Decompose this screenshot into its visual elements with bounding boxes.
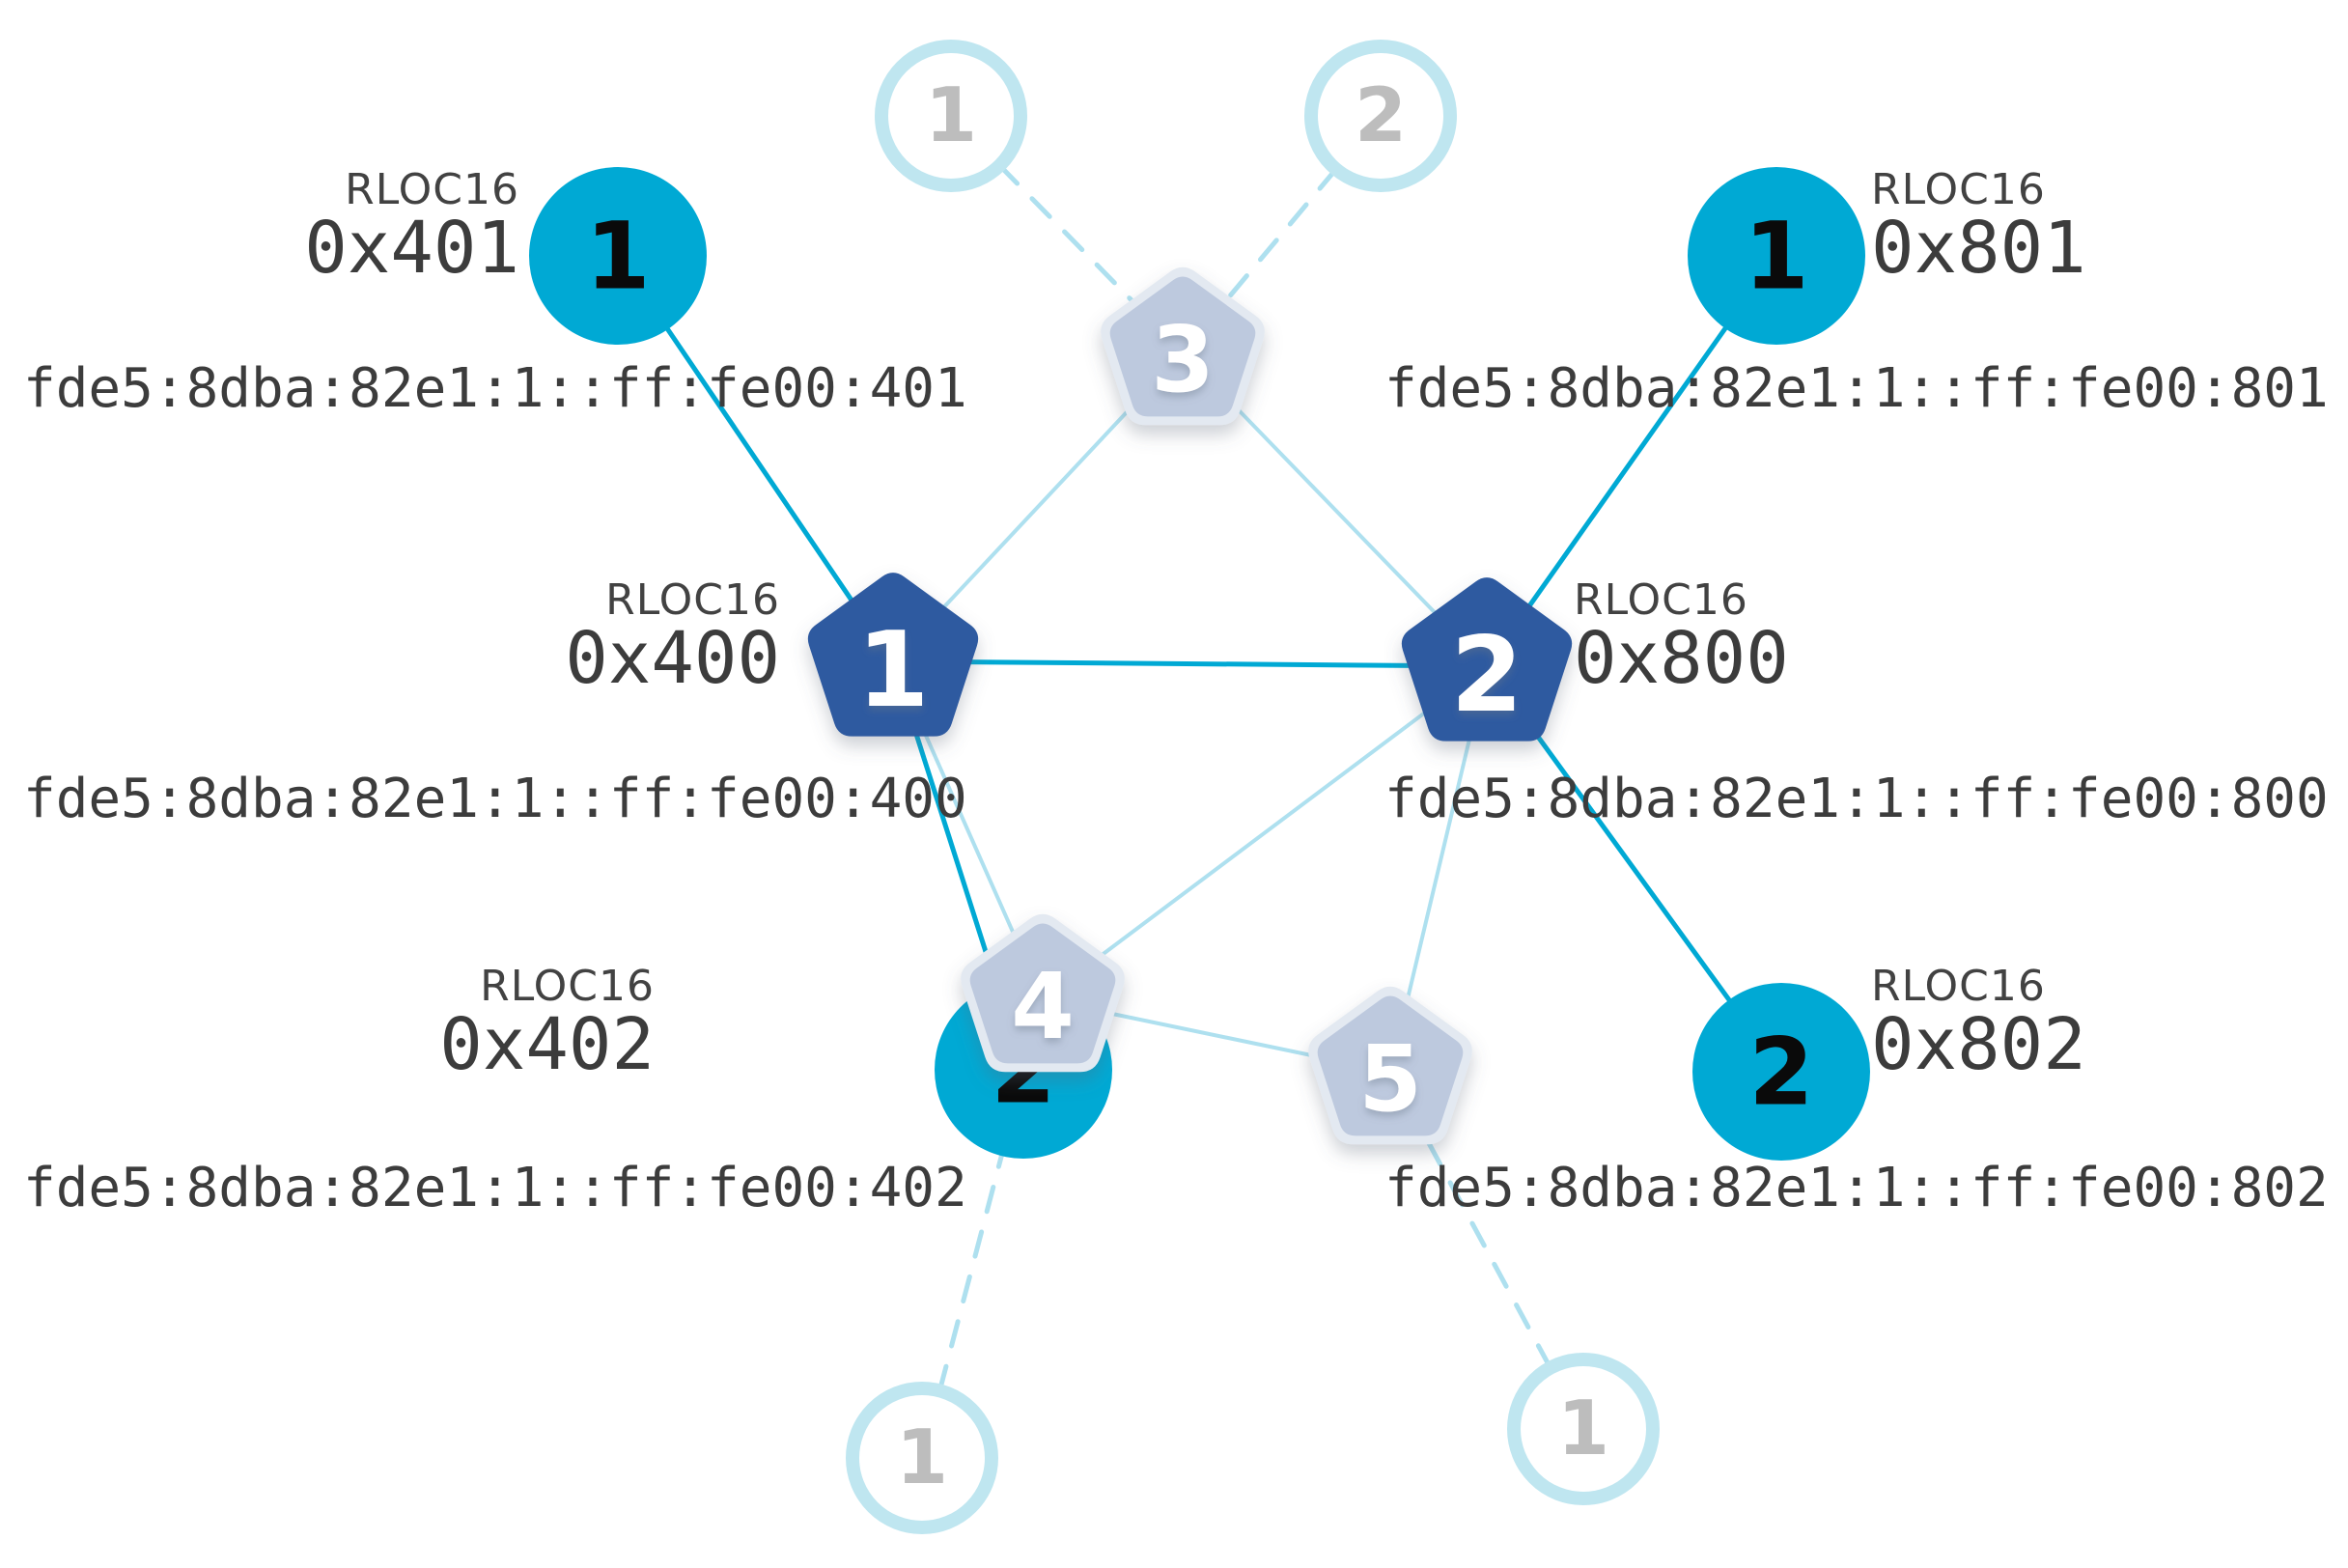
empty-circle-shape [846, 1382, 998, 1534]
ipv6-address-0x402: fde5:8dba:82e1:1::ff:fe00:402 [23, 1157, 967, 1219]
node-c1a[interactable]: 1 [875, 40, 1027, 192]
node-p4[interactable]: 4 [961, 913, 1125, 1073]
node-number-label: 1 [896, 1414, 948, 1501]
rloc16-value: 0x400 [565, 617, 780, 700]
link-n400-n800 [964, 659, 1415, 668]
rloc16-value: 0x802 [1871, 1003, 2086, 1086]
node-c2a[interactable]: 2 [1304, 40, 1457, 192]
empty-circle-shape [1507, 1353, 1660, 1505]
link-c2a-p3 [1220, 166, 1339, 307]
link-c1c-p5 [1417, 1125, 1553, 1371]
link-p5-n800 [1403, 736, 1472, 1013]
idle-pentagon-shape [969, 923, 1116, 1064]
rloc16-value: 0x401 [304, 207, 519, 290]
leader-pentagon-shape [1401, 577, 1573, 742]
node-layer: 1212123451211 [529, 40, 1870, 1534]
rloc16-caption: RLOC16 [1871, 165, 2046, 214]
empty-circle-shape [1304, 40, 1457, 192]
node-number-label: 1 [585, 202, 650, 311]
node-number-label: 3 [1151, 307, 1215, 413]
router-circle-shape [1688, 167, 1865, 345]
node-number-label: 1 [925, 72, 977, 159]
link-c1a-p3 [996, 162, 1141, 310]
node-number-label: 5 [1358, 1026, 1422, 1133]
node-number-label: 2 [1748, 1018, 1813, 1127]
node-n401[interactable]: 1 [529, 167, 707, 345]
router-circle-shape [1692, 983, 1870, 1161]
leader-pentagon-shape [807, 573, 979, 737]
ipv6-address-0x801: fde5:8dba:82e1:1::ff:fe00:801 [1384, 357, 2329, 420]
rloc16-caption: RLOC16 [345, 165, 519, 214]
node-number-label: 4 [1011, 954, 1075, 1060]
node-n400[interactable]: 1 [807, 573, 979, 737]
rloc16-caption: RLOC16 [1574, 575, 1748, 625]
link-n800-n801 [1526, 325, 1728, 608]
node-n802[interactable]: 2 [1692, 983, 1870, 1161]
ipv6-address-0x802: fde5:8dba:82e1:1::ff:fe00:802 [1384, 1157, 2329, 1219]
node-number-label: 1 [1557, 1386, 1609, 1472]
node-number-label: 2 [1451, 615, 1523, 736]
link-p3-n800 [1224, 396, 1438, 615]
rloc16-caption: RLOC16 [480, 962, 655, 1011]
ipv6-address-0x401: fde5:8dba:82e1:1::ff:fe00:401 [23, 357, 967, 420]
link-n400-n402 [912, 729, 999, 988]
link-n401-n400 [665, 326, 854, 602]
rloc16-value: 0x801 [1871, 207, 2086, 290]
link-p4-n800 [1091, 709, 1430, 964]
rloc16-caption: RLOC16 [605, 575, 780, 625]
node-number-label: 1 [857, 610, 930, 731]
rloc16-value: 0x402 [439, 1003, 655, 1086]
idle-pentagon-shape [1317, 995, 1464, 1136]
link-n800-n802 [1527, 723, 1732, 1003]
node-n801[interactable]: 1 [1688, 167, 1865, 345]
empty-circle-shape [875, 40, 1027, 192]
router-circle-shape [529, 167, 707, 345]
link-n400-p3 [941, 396, 1142, 609]
link-p4-p5 [1103, 1010, 1330, 1061]
node-number-label: 1 [1744, 202, 1808, 311]
node-n800[interactable]: 2 [1401, 577, 1573, 742]
ipv6-address-0x800: fde5:8dba:82e1:1::ff:fe00:800 [1384, 768, 2329, 830]
node-c1c[interactable]: 1 [1507, 1353, 1660, 1505]
ipv6-address-0x400: fde5:8dba:82e1:1::ff:fe00:400 [23, 768, 967, 830]
node-p5[interactable]: 5 [1308, 986, 1472, 1145]
idle-pentagon-shape [1109, 276, 1256, 417]
node-number-label: 2 [1355, 72, 1407, 159]
node-c1b[interactable]: 1 [846, 1382, 998, 1534]
node-p3[interactable]: 3 [1101, 266, 1265, 426]
rloc16-value: 0x800 [1574, 617, 1789, 700]
link-n400-p4 [921, 727, 1020, 944]
rloc16-caption: RLOC16 [1871, 962, 2046, 1011]
